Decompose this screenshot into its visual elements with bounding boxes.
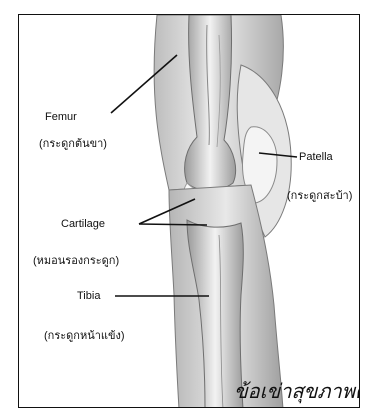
caption: ข้อเข่าสุขภาพดี <box>234 375 360 407</box>
cartilage-thai-label: (หมอนรองกระดูก) <box>33 256 119 267</box>
diagram-frame: Femur (กระดูกต้นขา) Patella (กระดูกสะบ้า… <box>18 14 360 408</box>
tibia-label: Tibia <box>77 291 100 302</box>
femur-thai-label: (กระดูกต้นขา) <box>39 139 107 150</box>
cartilage-label: Cartilage <box>61 219 105 230</box>
femur-label: Femur <box>45 112 77 123</box>
patella-label: Patella <box>299 152 333 163</box>
knee-illustration <box>19 15 360 408</box>
tibia-thai-label: (กระดูกหน้าแข้ง) <box>44 331 125 342</box>
patella-thai-label: (กระดูกสะบ้า) <box>287 191 352 202</box>
cartilage-leader-line-lower <box>139 224 207 225</box>
